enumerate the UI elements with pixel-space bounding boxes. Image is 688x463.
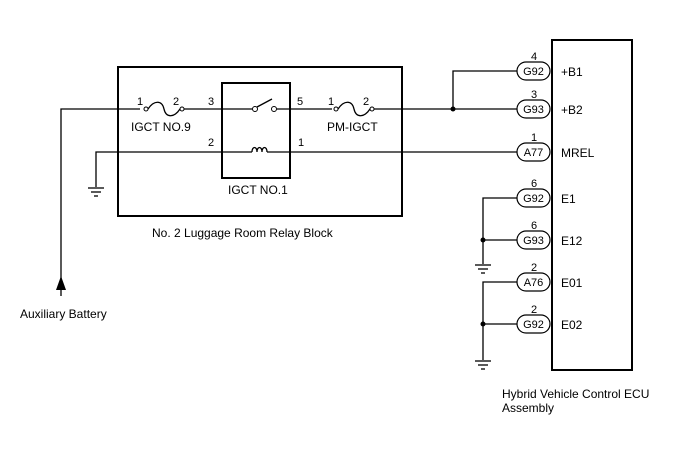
relay-igct1-box [221, 82, 291, 179]
ecu-terminal-e12: 6 G93 E12 [516, 220, 583, 250]
fuse-igct9-pin-left: 1 [137, 96, 143, 108]
relay-switch-arm [256, 98, 273, 108]
ecu-label-line1: Hybrid Vehicle Control ECU [502, 387, 649, 401]
connector-tag [516, 188, 551, 208]
fuse-igct9-symbol [147, 101, 181, 117]
fuse-igct9-terminal-right [179, 106, 185, 112]
ecu-terminal-e01: 2 A76 E01 [516, 262, 583, 292]
terminal-signal: MREL [561, 146, 595, 160]
ground-icon [475, 360, 491, 370]
relay-coil-symbol [251, 146, 268, 153]
ground-icon [88, 187, 104, 197]
relay-switch-contact-left [252, 106, 258, 112]
relay-block-label: No. 2 Luggage Room Relay Block [152, 226, 334, 240]
wire-e1-e12-ground [482, 197, 517, 264]
connector-id: G93 [523, 104, 544, 116]
connector-tag [516, 61, 551, 81]
fuse-pm-igct-symbol [337, 101, 371, 117]
connector-tag [516, 314, 551, 334]
ecu-terminal-mrel: 1 A77 MREL [516, 132, 595, 162]
connector-id: G93 [523, 235, 544, 247]
terminal-signal: E12 [561, 234, 583, 248]
ecu-terminal-e1: 6 G92 E1 [516, 178, 576, 208]
fuse-pm-igct-terminal-left [333, 106, 339, 112]
connector-id: G92 [523, 193, 544, 205]
connector-tag [516, 99, 551, 119]
connector-id: G92 [523, 319, 544, 331]
wire-junction-to-b1 [452, 70, 517, 109]
battery-wire [60, 108, 140, 296]
terminal-signal: +B1 [561, 65, 583, 79]
relay-pin-coil-out: 1 [298, 137, 304, 149]
battery-label: Auxiliary Battery [20, 307, 107, 321]
connector-tag [516, 272, 551, 292]
relay-pin-switch-in: 3 [208, 96, 214, 108]
relay-switch-contact-right [271, 106, 277, 112]
junction-e01-e02 [480, 321, 486, 327]
relay-igct1-label: IGCT NO.1 [228, 183, 288, 197]
terminal-signal: E1 [561, 192, 576, 206]
ecu-terminal-b1: 4 G92 +B1 [516, 51, 583, 81]
terminal-pin: 3 [531, 89, 537, 101]
terminal-signal: E02 [561, 318, 583, 332]
terminal-pin: 6 [531, 178, 537, 190]
fuse-pm-igct-label: PM-IGCT [327, 120, 378, 134]
fuse-igct9-pin-right: 2 [173, 96, 179, 108]
terminal-pin: 6 [531, 220, 537, 232]
relay-pin-switch-out: 5 [297, 96, 303, 108]
wire-e01-e02-ground [482, 281, 517, 360]
fuse-igct9-label: IGCT NO.9 [131, 120, 191, 134]
terminal-pin: 1 [531, 132, 537, 144]
terminal-pin: 2 [531, 262, 537, 274]
ecu-box [551, 39, 633, 371]
terminal-pin: 4 [531, 51, 537, 63]
relay-block-box [117, 66, 403, 217]
ecu-terminal-b2: 3 G93 +B2 [516, 89, 583, 119]
fuse-igct9-terminal-left [143, 106, 149, 112]
terminal-signal: E01 [561, 276, 583, 290]
ecu-label-line2: Assembly [502, 401, 554, 415]
ecu-terminal-e02: 2 G92 E02 [516, 304, 583, 334]
terminal-signal: +B2 [561, 103, 583, 117]
connector-id: A77 [524, 147, 544, 159]
connector-id: A76 [524, 277, 544, 289]
connector-id: G92 [523, 66, 544, 78]
wire-ground-to-coil [95, 151, 252, 187]
ground-icon [475, 264, 491, 274]
relay-pin-coil-in: 2 [208, 137, 214, 149]
fuse-pm-igct-terminal-right [369, 106, 375, 112]
terminal-pin: 2 [531, 304, 537, 316]
fuse-pm-igct-pin-left: 1 [328, 96, 334, 108]
junction-e1-e12 [480, 237, 486, 243]
fuse-pm-igct-pin-right: 2 [363, 96, 369, 108]
connector-tag [516, 142, 551, 162]
connector-tag [516, 230, 551, 250]
battery-arrow [56, 276, 66, 290]
